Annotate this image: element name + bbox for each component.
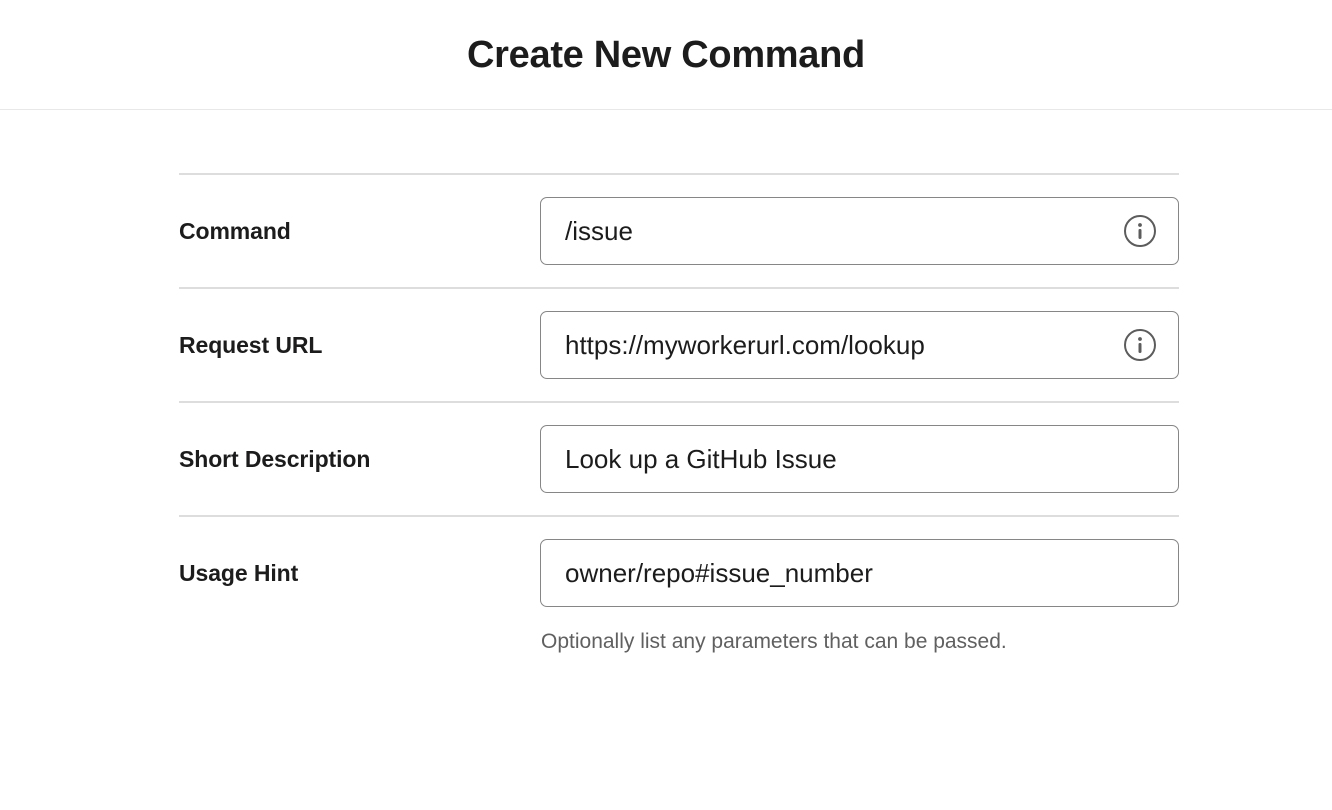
short-description-input[interactable] — [540, 425, 1179, 493]
form-row-usage-hint: Usage Hint Optionally list any parameter… — [179, 517, 1179, 677]
field-cell-request-url — [540, 311, 1179, 379]
input-wrap-usage-hint — [540, 539, 1179, 607]
label-short-description: Short Description — [179, 445, 371, 472]
form-row-request-url: Request URL — [179, 289, 1179, 401]
field-cell-command — [540, 197, 1179, 265]
divider-1 — [179, 287, 1179, 289]
command-input[interactable] — [540, 197, 1179, 265]
request-url-input[interactable] — [540, 311, 1179, 379]
form-row-short-description: Short Description — [179, 403, 1179, 515]
label-cell-command: Command — [179, 197, 540, 265]
input-wrap-request-url — [540, 311, 1179, 379]
page-title: Create New Command — [467, 33, 865, 76]
info-icon[interactable] — [1123, 214, 1157, 248]
label-cell-short-description: Short Description — [179, 425, 540, 493]
usage-hint-input[interactable] — [540, 539, 1179, 607]
label-cell-request-url: Request URL — [179, 311, 540, 379]
divider-3 — [179, 515, 1179, 517]
label-request-url: Request URL — [179, 331, 323, 358]
label-usage-hint: Usage Hint — [179, 559, 299, 586]
field-cell-short-description — [540, 425, 1179, 493]
modal-header: Create New Command — [0, 0, 1332, 110]
label-command: Command — [179, 217, 291, 244]
input-wrap-command — [540, 197, 1179, 265]
form-row-command: Command — [179, 175, 1179, 287]
label-cell-usage-hint: Usage Hint — [179, 539, 540, 607]
input-wrap-short-description — [540, 425, 1179, 493]
field-cell-usage-hint: Optionally list any parameters that can … — [540, 539, 1179, 655]
info-icon[interactable] — [1123, 328, 1157, 362]
command-form: Command Request UR — [179, 173, 1179, 677]
divider-top — [179, 173, 1179, 175]
usage-hint-helper-text: Optionally list any parameters that can … — [541, 630, 1007, 653]
modal-body: Command Request UR — [0, 110, 1332, 810]
divider-2 — [179, 401, 1179, 403]
